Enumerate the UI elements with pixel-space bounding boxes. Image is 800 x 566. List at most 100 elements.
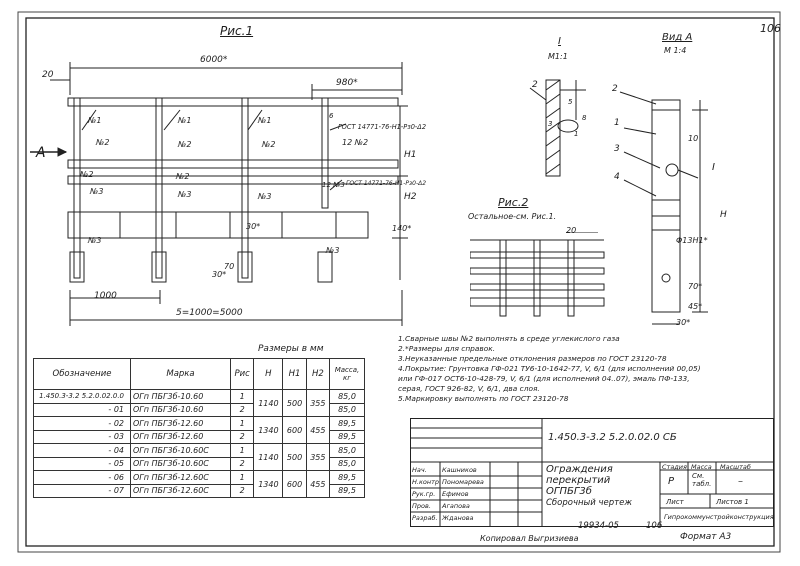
col-h2: H2 [305, 358, 331, 390]
section-i-label-2: 2 [532, 80, 538, 90]
label-no3: №3 [88, 236, 102, 245]
section-i-dim-8: 8 [582, 114, 587, 122]
label-12no3: 12 №3 [322, 181, 345, 189]
sign-name: Пономарева [442, 478, 484, 486]
cell-fig: 2 [229, 483, 255, 498]
cell-mass: 89,5 [329, 416, 365, 431]
inventory-number: 19934-05 [578, 521, 619, 531]
sign-role: Н.контр. [412, 478, 442, 486]
fig2-subtitle: Остальное-см. Рис.1. [468, 212, 557, 221]
cell-mass: 89,5 [329, 470, 365, 485]
view-a-dim-h: H [720, 210, 727, 220]
col-h1: H1 [282, 358, 307, 390]
cell-h: 1140 [253, 443, 284, 471]
title-block-grid [410, 418, 774, 527]
cell-fig: 2 [229, 429, 255, 444]
col-mark: Марка [130, 358, 231, 390]
cell-h1: 600 [282, 416, 307, 444]
cell-mass: 89,5 [329, 483, 365, 498]
label-no1: №1 [258, 116, 272, 125]
fig1-overall-dim: 6000* [200, 55, 228, 65]
cell-mark: ОГп ПБГ3б-10.60 [130, 402, 231, 417]
cell-fig: 1 [229, 470, 255, 485]
tb-stage: Р [668, 476, 675, 487]
label-no2: №2 [96, 138, 110, 147]
col-mass: Масса, кг [329, 358, 365, 390]
note-line: 4.Покрытие: Грунтовка ГФ-021 ТУ6-10-1642… [398, 364, 701, 373]
cell-mass: 85,0 [329, 402, 365, 417]
cell-h2: 355 [305, 389, 331, 417]
note-line: 2.*Размеры для справок. [398, 344, 496, 353]
spec-table: Обозначение Марка Рис H H1 H2 Масса, кг … [33, 358, 365, 498]
sign-role: Нач. [412, 466, 427, 474]
note-line: 1.Сварные швы №2 выполнять в среде углек… [398, 334, 620, 343]
note-line: серая, ГОСТ 926-82, V, 6/1, два слоя. [398, 384, 540, 393]
fig2-drawing [470, 232, 605, 317]
cell-oboz: - 03 [33, 429, 131, 444]
col-oboz: Обозначение [33, 358, 131, 390]
cell-mass: 85,0 [329, 456, 365, 471]
section-i-drawing [529, 79, 586, 177]
tb-organization: Гипрокоммунстройконструкция [664, 513, 774, 521]
section-i-dim-5: 5 [568, 98, 573, 106]
cell-oboz: 1.450.3-3.2 5.2.0.02.0.0 [33, 389, 131, 404]
cell-fig: 1 [229, 443, 255, 458]
gost-weld-2: ГОСТ 14771-76-Н1-Рз0-Δ2 [346, 180, 427, 187]
sign-role: Пров. [412, 502, 431, 510]
section-i-scale: М1:1 [548, 52, 568, 61]
cell-oboz: - 07 [33, 483, 131, 498]
cell-h: 1340 [253, 416, 284, 444]
fig2-dim-20: 20 [566, 226, 577, 235]
dim-70: 70 [224, 262, 235, 271]
tb-sheet-label: Лист [666, 498, 684, 506]
cell-mark: ОГп ПБГ3б-10.60 [130, 389, 231, 404]
dim-140: 140* [392, 224, 412, 233]
label-no1: №1 [88, 116, 102, 125]
tb-col-stage: Стадия [662, 463, 687, 471]
view-a-dim-70: 70* [688, 282, 703, 291]
cell-mark: ОГп ПБГ3б-12.60С [130, 483, 231, 498]
note-line: или ГФ-017 ОСТ6-10-428-79, V, 6/1 (для и… [398, 374, 690, 383]
sign-name: Жданова [442, 514, 474, 522]
fig1-drawing [30, 62, 408, 326]
sign-name: Ефимов [442, 490, 469, 498]
doc-code: 1.450.3-3.2 5.2.0.02.0 СБ [548, 432, 677, 443]
label-6: 6 [329, 112, 334, 120]
label-no3: №3 [178, 190, 192, 199]
tb-col-scale: Масштаб [720, 463, 751, 471]
dim-30: 30* [246, 222, 261, 231]
label-no2: №2 [80, 170, 94, 179]
cell-oboz: - 02 [33, 416, 131, 431]
cell-fig: 2 [229, 402, 255, 417]
cell-h2: 455 [305, 470, 331, 498]
note-line: 3.Неуказанные предельные отклонения разм… [398, 354, 667, 363]
doc-name-line3: ОГПБГ3б [546, 486, 592, 497]
sign-role: Разраб. [412, 514, 438, 522]
sign-name: Кашников [442, 466, 477, 474]
gost-weld-1: ГОСТ 14771-76-Н1-Рз0-Δ2 [338, 123, 427, 131]
note-line: 5.Маркировку выполнять по ГОСТ 23120-78 [398, 394, 569, 403]
cell-fig: 1 [229, 416, 255, 431]
dim-pitch: 1000 [94, 291, 117, 301]
view-a-callout: 2 [612, 84, 618, 94]
view-a-callout: 1 [614, 118, 620, 128]
section-i-dim-1: 1 [574, 130, 579, 138]
dim-30b: 30* [212, 270, 227, 279]
tb-sheets-label: Листов 1 [716, 498, 749, 506]
tb-scale: – [738, 476, 743, 487]
inventory-page: 106 [646, 521, 663, 531]
cell-oboz: - 06 [33, 470, 131, 485]
cell-h: 1340 [253, 470, 284, 498]
view-a-callout: 4 [614, 172, 620, 182]
label-no3: №3 [90, 187, 104, 196]
section-i-dim-3: 3 [548, 120, 553, 128]
label-no2: №2 [176, 172, 190, 181]
table-row: - 02 ОГп ПБГ3б-12.60 1 1340 600 455 89,5 [33, 416, 365, 444]
cell-oboz: - 04 [33, 443, 131, 458]
table-row: - 03 ОГп ПБГ3б-12.60 2 89,5 [33, 429, 365, 444]
cell-h2: 455 [305, 416, 331, 444]
cell-h1: 500 [282, 389, 307, 417]
cell-mark: ОГп ПБГ3б-12.60 [130, 416, 231, 431]
cell-mass: 89,5 [329, 429, 365, 444]
col-h: H [253, 358, 284, 390]
